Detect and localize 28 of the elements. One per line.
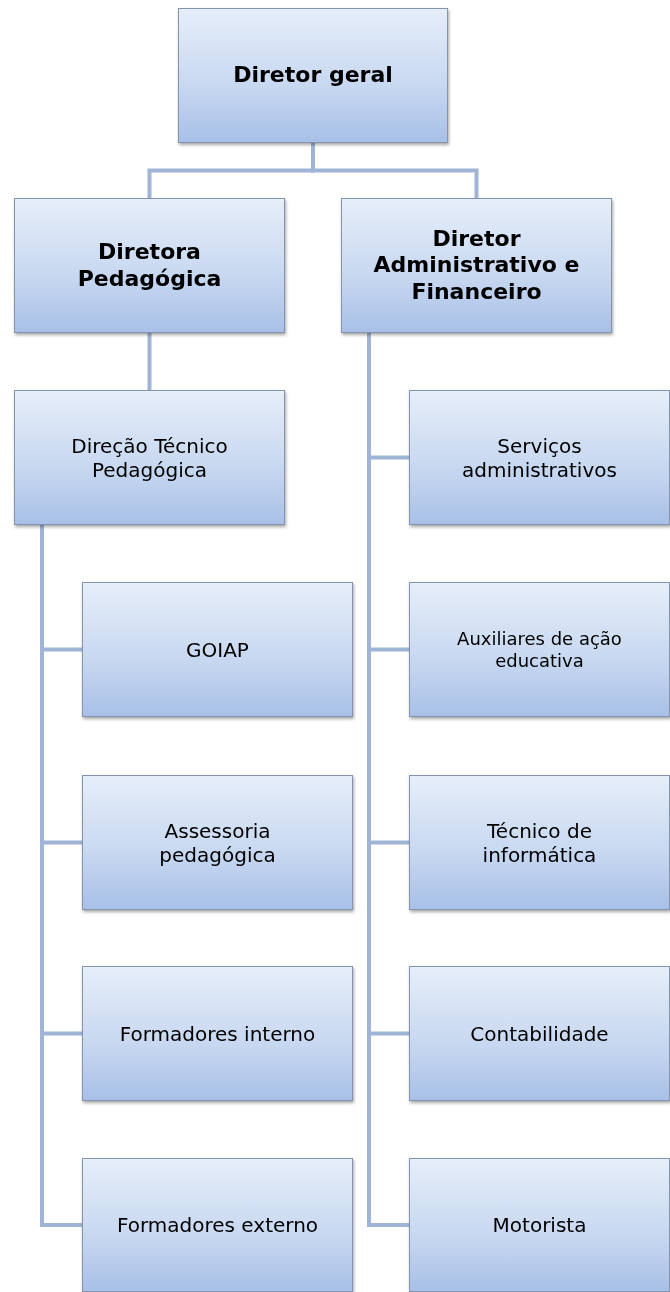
box-label: Diretora Pedagógica <box>76 239 223 292</box>
org-box <box>341 198 612 333</box>
org-box <box>409 966 670 1101</box>
box-label: Técnico de informática <box>481 818 598 867</box>
box-label: Formadores externo <box>116 1213 319 1237</box>
box-label: Motorista <box>492 1213 587 1237</box>
org-box <box>14 390 285 525</box>
box-label: Assessoria pedagógica <box>158 818 277 867</box>
box-label: Direção Técnico Pedagógica <box>70 433 229 482</box>
box-label: GOIAP <box>186 637 249 662</box>
box-label: Auxiliares de ação educativa <box>456 627 623 672</box>
connector-line <box>147 333 152 390</box>
org-box <box>409 582 670 717</box>
org-box <box>82 966 353 1101</box>
org-box <box>82 775 353 910</box>
org-box <box>409 775 670 910</box>
org-box <box>82 582 353 717</box>
org-box <box>178 8 448 143</box>
box-label: Diretor geral <box>233 62 393 89</box>
org-box <box>14 198 285 333</box>
box-label: Diretor Administrativo e Financeiro <box>372 225 581 306</box>
box-label: Serviços administrativos <box>461 433 618 482</box>
box-label: Formadores interno <box>119 1021 316 1046</box>
org-box <box>409 1158 670 1292</box>
box-label: Contabilidade <box>470 1021 609 1046</box>
connector-line <box>311 143 479 198</box>
org-box <box>82 1158 353 1292</box>
org-box <box>409 390 670 525</box>
